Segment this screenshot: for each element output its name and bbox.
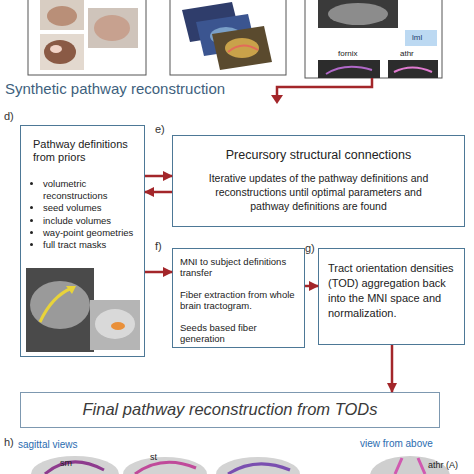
photo-detail (44, 40, 76, 64)
photo-panel (28, 0, 146, 75)
panel-letter: e) (155, 124, 165, 135)
tract-curve (45, 462, 104, 474)
panel-letter: d) (4, 111, 14, 122)
brain-view (216, 457, 300, 474)
panel-frame (170, 0, 286, 75)
tract-curve (394, 68, 432, 73)
box-text: Fiber extraction from whole brain tracto… (180, 289, 299, 312)
process-box: MNI to subject definitions transferFiber… (172, 248, 305, 348)
annotation-label: athr (400, 50, 414, 58)
photo (88, 8, 138, 48)
brain-view (123, 457, 207, 474)
panel-letter: h) (4, 437, 14, 448)
photo (40, 0, 84, 30)
flow-arrow (305, 285, 318, 288)
annotation-label: sagittal views (18, 440, 77, 450)
slice-detail (228, 45, 258, 52)
flow-arrow (145, 271, 172, 274)
tract-head (66, 286, 76, 294)
final-views (31, 456, 450, 474)
box-text: way-point geometries (43, 227, 138, 238)
box-text: Seeds based fiber generation (180, 322, 299, 345)
mri-image (26, 268, 94, 352)
annotation-label: sm (60, 459, 72, 468)
box-text: full tract masks (43, 239, 138, 250)
tract-curve (326, 67, 372, 74)
arrow-head (271, 95, 283, 104)
result-box: Final pathway reconstruction from TODs (20, 392, 440, 428)
photo-detail (47, 6, 77, 26)
annotation-label: fornix (338, 50, 358, 58)
slice-panel (170, 0, 286, 75)
mri-panel (305, 0, 442, 78)
photo-detail (94, 15, 130, 41)
panel-letter: f) (155, 241, 162, 252)
box-heading: Precursory structural connections (187, 148, 450, 163)
box-text: volumetric reconstructions (43, 178, 138, 201)
annotation-label: st (150, 453, 157, 462)
annotation-label: view from above (360, 439, 433, 449)
flow-arrow (391, 345, 394, 392)
box-heading: Pathway definitions from priors (33, 138, 136, 164)
box-text: Iterative updates of the pathway definit… (195, 171, 442, 214)
mri-detail (328, 3, 388, 25)
box-heading: Final pathway reconstruction from TODs (83, 400, 378, 420)
section-heading: Synthetic pathway reconstruction (5, 80, 225, 97)
process-box: Precursory structural connectionsIterati… (172, 135, 465, 227)
highlight-area (405, 30, 437, 46)
panel-frame (28, 0, 146, 75)
mri-image (90, 300, 140, 350)
flow-arrow (277, 78, 372, 96)
slice-image (212, 26, 272, 70)
annotation-label: athr (A) (428, 461, 458, 470)
slice-detail (225, 38, 259, 58)
panel-frame (305, 0, 442, 78)
prior-images (26, 268, 140, 352)
mri-detail (95, 309, 135, 339)
box-heading: MNI to subject definitions transfer (180, 256, 299, 279)
box-text: include volumes (43, 215, 138, 226)
tract-curve (40, 288, 72, 322)
definition-box: Pathway definitions from priors volumetri… (20, 125, 145, 357)
tract-curve (228, 464, 290, 474)
brain-view (31, 456, 119, 474)
annotation-label: lml (412, 34, 422, 42)
process-box: Tract orientation densities (TOD) aggreg… (318, 248, 465, 345)
photo (40, 34, 84, 70)
panel-letter: g) (305, 243, 315, 254)
mri-image (318, 60, 380, 78)
mri-image (388, 60, 438, 78)
box-heading: Tract orientation densities (TOD) aggreg… (328, 261, 456, 320)
box-text: seed volumes (43, 202, 138, 213)
flow-arrow (145, 191, 172, 194)
photo-detail (50, 45, 62, 53)
flow-arrow (145, 175, 172, 178)
mri-detail (30, 281, 90, 329)
tract-curve (395, 458, 425, 474)
tract-blob (111, 322, 125, 330)
mri-image (318, 0, 398, 28)
tract-curve (135, 462, 196, 474)
